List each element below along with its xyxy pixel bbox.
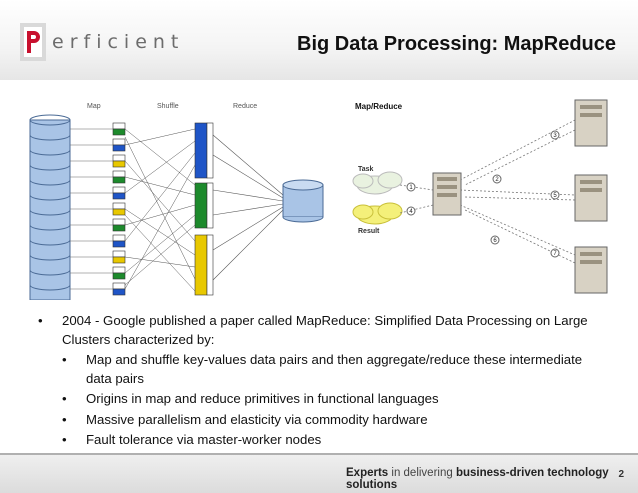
- footer-divider: [0, 453, 638, 455]
- input-arrows: [70, 129, 113, 289]
- sub-bullet-item: Massive parallelism and elasticity via c…: [62, 411, 598, 430]
- footer-tagline: Experts in delivering business-driven te…: [346, 467, 638, 491]
- task-label: Task: [358, 166, 374, 173]
- sub-bullet-item: Fault tolerance via master-worker nodes: [62, 431, 598, 450]
- step-markers: 1 2 3 4 5 6 7: [407, 131, 559, 257]
- task-cloud-icon: [353, 172, 402, 194]
- left-dataflow-diagram: Map Shuffle Reduce: [30, 103, 323, 300]
- sub-bullet-item: Origins in map and reduce primitives in …: [62, 390, 598, 409]
- cluster-connections: [400, 120, 575, 263]
- perficient-logo: erficient: [20, 22, 184, 62]
- tagline-part: Experts: [346, 467, 388, 479]
- bullet-list: 2004 - Google published a paper called M…: [38, 312, 598, 450]
- master-server-icon: [433, 173, 461, 215]
- output-database-icon: [283, 180, 323, 222]
- tagline-part: business-driven: [456, 467, 544, 479]
- worker-server-icon: [575, 175, 607, 221]
- source-database-icon: [30, 115, 70, 300]
- slide-header: erficient Big Data Processing: MapReduce: [0, 0, 638, 80]
- slide-title: Big Data Processing: MapReduce: [297, 33, 616, 56]
- right-cluster-diagram: Map/Reduce Task Result: [353, 100, 607, 293]
- worker-server-icon: [575, 247, 607, 293]
- mapreduce-diagram-title: Map/Reduce: [355, 102, 403, 111]
- result-label: Result: [358, 228, 380, 235]
- logo-text: erficient: [52, 31, 184, 53]
- logo-p-icon: [20, 23, 46, 61]
- shuffle-column-label: Shuffle: [157, 103, 179, 110]
- sub-bullet-item: Map and shuffle key-values data pairs an…: [62, 351, 598, 388]
- result-cloud-icon: [353, 203, 402, 224]
- reduce-arrows: [213, 135, 283, 280]
- reducer-blocks: [195, 123, 213, 295]
- slide-footer: Experts in delivering business-driven te…: [0, 453, 638, 493]
- page-number: 2: [618, 469, 624, 480]
- shuffle-lines: [125, 129, 195, 291]
- map-task-blocks: [113, 123, 125, 295]
- reduce-column-label: Reduce: [233, 103, 257, 110]
- map-column-label: Map: [87, 103, 101, 110]
- bullet-item: 2004 - Google published a paper called M…: [38, 312, 598, 349]
- mapreduce-diagram: Map Shuffle Reduce: [15, 95, 625, 300]
- worker-server-icon: [575, 100, 607, 146]
- tagline-part: in delivering: [388, 467, 456, 479]
